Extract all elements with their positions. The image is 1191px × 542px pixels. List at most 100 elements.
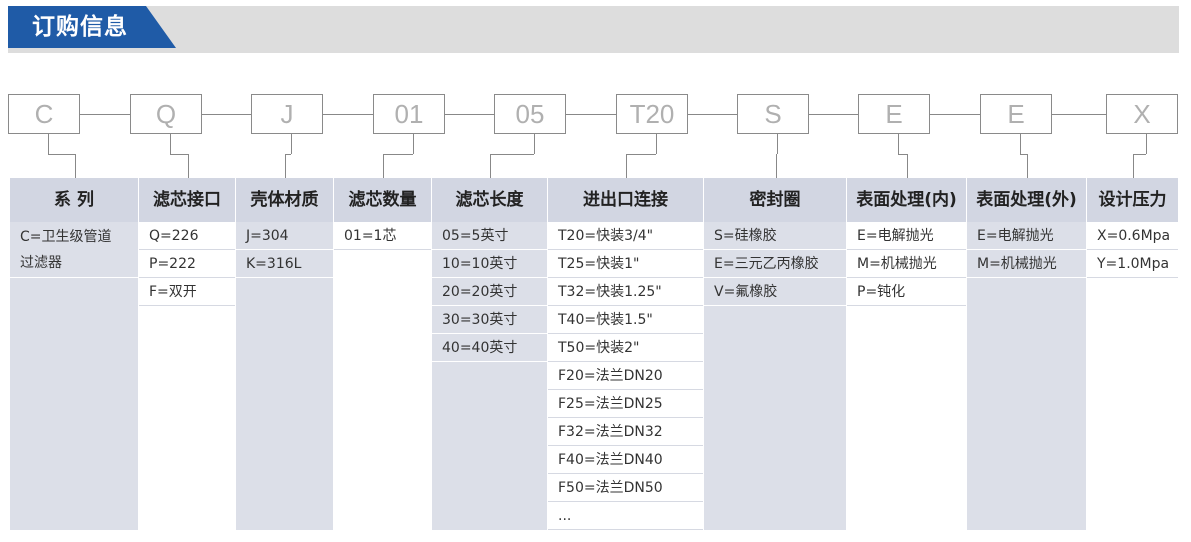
bracket-line: [898, 134, 899, 154]
table-cell: E=三元乙丙橡胶: [704, 250, 846, 278]
table-cell: F50=法兰DN50: [548, 474, 703, 502]
bracket-line: [626, 154, 627, 178]
code-box: S: [737, 94, 809, 134]
code-connector-line: [445, 114, 494, 115]
code-connector-line: [930, 114, 980, 115]
column-header: 壳体材质: [236, 178, 333, 222]
table-cell: 01=1芯: [334, 222, 431, 250]
table-cell: F40=法兰DN40: [548, 446, 703, 474]
table-cell: F20=法兰DN20: [548, 362, 703, 390]
table-cell: E=电解抛光: [847, 222, 966, 250]
code-box: Q: [130, 94, 202, 134]
bracket-line: [413, 134, 414, 154]
bracket-line: [777, 134, 778, 154]
code-box: J: [251, 94, 323, 134]
table-cell: V=氟橡胶: [704, 278, 846, 306]
table-cell: F32=法兰DN32: [548, 418, 703, 446]
title-bar: 订购信息: [8, 6, 1179, 53]
table-cell: ...: [548, 502, 703, 530]
bracket-line: [1133, 154, 1134, 178]
code-connector-line: [202, 114, 251, 115]
column-header: 系 列: [10, 178, 138, 222]
bracket-line: [285, 154, 286, 178]
table-cell: T20=快装3/4": [548, 222, 703, 250]
table-cell: T40=快装1.5": [548, 306, 703, 334]
table-cell: T50=快装2": [548, 334, 703, 362]
column-header: 表面处理(外): [967, 178, 1086, 222]
table-cell: S=硅橡胶: [704, 222, 846, 250]
bracket-line: [490, 154, 491, 178]
table-cell: 20=20英寸: [432, 278, 547, 306]
bracket-line: [776, 154, 777, 178]
table-cell: J=304: [236, 222, 333, 250]
column-header: 表面处理(内): [847, 178, 966, 222]
bracket-line: [291, 134, 292, 154]
column-header: 密封圈: [704, 178, 846, 222]
bracket-line: [626, 154, 656, 155]
bracket-line: [383, 154, 384, 178]
bracket-line: [898, 154, 907, 155]
code-box: C: [8, 94, 80, 134]
bracket-line: [490, 154, 534, 155]
bracket-line: [170, 154, 188, 155]
bracket-line: [75, 154, 76, 178]
bracket-line: [1020, 154, 1027, 155]
table-cell: P=222: [139, 250, 235, 278]
bracket-line: [48, 134, 49, 154]
code-box: E: [980, 94, 1052, 134]
bracket-line: [1146, 134, 1147, 154]
table-cell: P=钝化: [847, 278, 966, 306]
table-cell: Y=1.0Mpa: [1087, 250, 1178, 278]
bracket-line: [48, 154, 75, 155]
table-cell: F=双开: [139, 278, 235, 306]
column-header: 滤芯接口: [139, 178, 235, 222]
table-cell: T25=快装1": [548, 250, 703, 278]
title-tab: [8, 6, 176, 48]
column-header: 滤芯数量: [334, 178, 431, 222]
table-cell: Q=226: [139, 222, 235, 250]
code-connector-line: [1052, 114, 1106, 115]
bracket-line: [534, 134, 535, 154]
table-cell: C=卫生级管道 过滤器: [10, 222, 138, 278]
bracket-line: [1133, 154, 1146, 155]
column-header: 进出口连接: [548, 178, 703, 222]
bracket-line: [285, 154, 291, 155]
code-box: X: [1106, 94, 1178, 134]
table-cell: X=0.6Mpa: [1087, 222, 1178, 250]
bracket-line: [170, 134, 171, 154]
bracket-line: [1027, 154, 1028, 178]
table-cell: 40=40英寸: [432, 334, 547, 362]
bracket-line: [656, 134, 657, 154]
column-header: 滤芯长度: [432, 178, 547, 222]
bracket-line: [907, 154, 908, 178]
table-cell: F25=法兰DN25: [548, 390, 703, 418]
table-cell: K=316L: [236, 250, 333, 278]
bracket-line: [188, 154, 189, 178]
column-header: 设计压力: [1087, 178, 1178, 222]
bracket-line: [383, 154, 413, 155]
table-cell: M=机械抛光: [847, 250, 966, 278]
table-cell: T32=快装1.25": [548, 278, 703, 306]
table-cell: 10=10英寸: [432, 250, 547, 278]
bracket-line: [1020, 134, 1021, 154]
table-cell: M=机械抛光: [967, 250, 1086, 278]
table-cell: 30=30英寸: [432, 306, 547, 334]
code-connector-line: [323, 114, 373, 115]
code-box: 01: [373, 94, 445, 134]
section-title: 订购信息: [32, 14, 128, 40]
table-cell: E=电解抛光: [967, 222, 1086, 250]
code-connector-line: [688, 114, 737, 115]
code-connector-line: [566, 114, 616, 115]
code-connector-line: [809, 114, 858, 115]
code-box: E: [858, 94, 930, 134]
